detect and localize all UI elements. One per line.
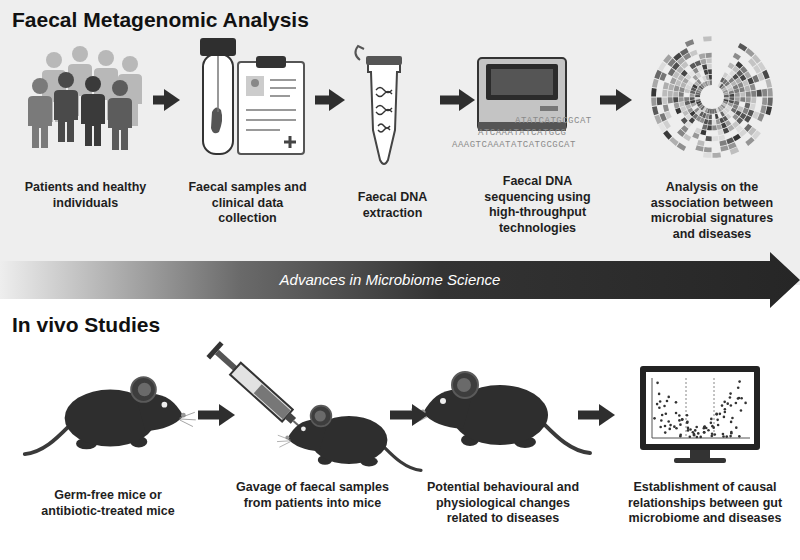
step-label: Analysis on the association between micr… <box>640 180 785 243</box>
section-heading: Faecal Metagenomic Analysis <box>12 8 309 32</box>
sequence-read: ATATCATGCGCAT <box>515 116 592 126</box>
sequence-read: ATCAAATATCATGCG <box>478 128 567 138</box>
step-label: Faecal samples and clinical data collect… <box>187 180 309 227</box>
step-label: Potential behavioural and physiological … <box>418 480 588 527</box>
step-box: Germ-free mice or antibiotic-treated mic… <box>18 340 198 545</box>
step-box: Potential behavioural and physiological … <box>428 340 578 545</box>
step-box: Faecal samples and clinical data collect… <box>180 40 315 250</box>
step-box: Gavage of faecal samples from patients i… <box>235 340 390 545</box>
step-box: Faecal DNA extraction <box>345 40 440 250</box>
step-label: Gavage of faecal samples from patients i… <box>235 480 390 511</box>
sequence-read: AAAGTCAAATATCATGCGCAT <box>452 140 576 150</box>
step-box: Establishment of causal relationships be… <box>615 340 795 545</box>
progress-arrow: Advances in Microbiome Science <box>0 252 800 308</box>
section-heading: In vivo Studies <box>12 313 160 337</box>
step-box: Analysis on the association between micr… <box>632 40 792 250</box>
section-band: Faecal Metagenomic AnalysisPatients and … <box>0 0 800 285</box>
section-band: In vivo StudiesGerm-free mice or antibio… <box>0 285 800 560</box>
step-box: Patients and healthy individuals <box>18 40 153 250</box>
step-label: Patients and healthy individuals <box>21 180 151 211</box>
step-label: Faecal DNA extraction <box>343 190 443 221</box>
step-label: Germ-free mice or antibiotic-treated mic… <box>23 488 193 519</box>
step-label: Establishment of causal relationships be… <box>615 480 795 527</box>
arrow-label: Advances in Microbiome Science <box>0 252 780 308</box>
step-label: Faecal DNA sequencing using high-through… <box>477 174 599 237</box>
